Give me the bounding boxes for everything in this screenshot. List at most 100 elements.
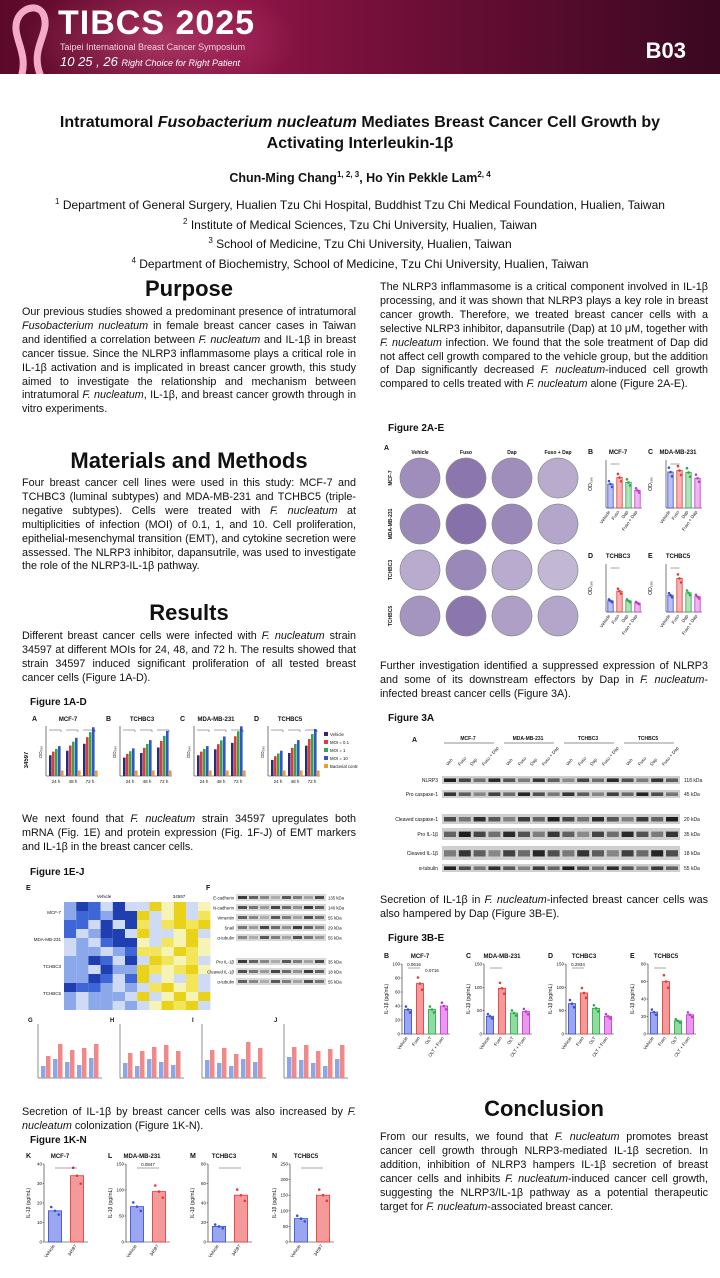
data-point bbox=[678, 469, 681, 472]
data-point bbox=[522, 1007, 526, 1011]
blot-band bbox=[260, 980, 269, 983]
blot-kda-label: 29 kDa bbox=[328, 926, 342, 931]
heatmap-cell bbox=[137, 983, 150, 992]
blot-protein-label: NLRP3 bbox=[422, 778, 438, 784]
bar bbox=[70, 1175, 85, 1243]
bar bbox=[123, 1063, 128, 1078]
blot-strip bbox=[442, 776, 680, 784]
y-tick-label: 0 bbox=[561, 1032, 564, 1037]
well-rim bbox=[537, 549, 579, 591]
heatmap-cell bbox=[198, 1001, 211, 1010]
data-point bbox=[243, 1199, 247, 1203]
blot-band bbox=[503, 850, 516, 857]
sig-bracket bbox=[66, 729, 79, 732]
bar bbox=[308, 739, 311, 776]
heatmap-cell bbox=[64, 983, 77, 992]
heatmap-cell bbox=[100, 929, 113, 938]
y-tick-label: 50 bbox=[477, 1008, 483, 1013]
bar bbox=[214, 749, 217, 776]
bar bbox=[41, 1066, 46, 1078]
data-point bbox=[432, 1011, 436, 1014]
blot-band bbox=[282, 936, 291, 939]
bar bbox=[292, 1047, 297, 1078]
data-point bbox=[697, 480, 701, 484]
sig-bracket bbox=[305, 729, 318, 732]
panel-letter: D bbox=[588, 553, 593, 560]
blot-band bbox=[473, 866, 486, 870]
heatmap-cell bbox=[173, 911, 186, 920]
data-point bbox=[654, 1013, 658, 1017]
bar bbox=[46, 1056, 51, 1078]
heatmap-cell bbox=[198, 920, 211, 929]
y-axis-label: IL-1β (pg/mL) bbox=[26, 1188, 32, 1218]
blot-band bbox=[562, 778, 575, 782]
blot-band bbox=[444, 817, 456, 822]
y-tick-label: 80 bbox=[641, 962, 647, 967]
blot-band bbox=[271, 980, 280, 983]
data-point bbox=[669, 470, 672, 474]
data-point bbox=[650, 1008, 654, 1011]
bar bbox=[140, 753, 143, 776]
data-point bbox=[428, 1005, 432, 1008]
bar bbox=[280, 750, 283, 776]
conclusion-text: From our results, we found that F. nucle… bbox=[380, 1131, 708, 1213]
banner-dates: 10 25 , 26 Right Choice for Right Patien… bbox=[60, 54, 241, 69]
data-point bbox=[634, 486, 638, 490]
blot-band bbox=[304, 970, 313, 973]
heatmap-cell bbox=[112, 983, 125, 992]
blot-band bbox=[315, 970, 324, 973]
bar bbox=[66, 750, 69, 776]
x-tick-label: Vehicle bbox=[560, 1035, 573, 1050]
blot-band bbox=[249, 926, 258, 929]
blot-band bbox=[458, 866, 471, 870]
bar bbox=[234, 736, 237, 776]
data-point bbox=[500, 986, 504, 990]
legend-swatch bbox=[324, 764, 328, 768]
plate-col-head: Fuso + Dap bbox=[544, 450, 571, 456]
data-point bbox=[625, 478, 629, 481]
bar bbox=[69, 745, 72, 776]
panel-title: TCHBC3 bbox=[130, 717, 155, 723]
data-point bbox=[53, 1209, 57, 1213]
sig-bracket bbox=[83, 729, 96, 732]
well-rim bbox=[399, 549, 441, 591]
y-tick-label: 60 bbox=[201, 1181, 207, 1186]
blot-band bbox=[577, 866, 590, 870]
right-text-3: Secretion of IL-1β in F. nucleatum-infec… bbox=[380, 894, 708, 920]
blot-band bbox=[547, 817, 560, 822]
y-tick-label: 50 bbox=[283, 1224, 289, 1229]
heatmap-cell bbox=[186, 920, 199, 929]
heatmap-cell bbox=[149, 938, 162, 947]
blot-band bbox=[260, 970, 269, 973]
legend-swatch bbox=[324, 748, 328, 752]
y-tick-label: 0 bbox=[397, 1032, 400, 1037]
heatmap-cell bbox=[112, 974, 125, 983]
methods-text: Four breast cancer cell lines were used … bbox=[22, 477, 356, 573]
p-value-label: 0.0616 bbox=[407, 962, 421, 967]
data-point bbox=[568, 998, 572, 1002]
data-point bbox=[674, 1018, 678, 1021]
x-tick-label: Fuso bbox=[670, 509, 680, 520]
bar bbox=[129, 751, 132, 776]
heatmap-cell bbox=[173, 956, 186, 965]
y-axis-label: IL-1β (pg/mL) bbox=[630, 984, 636, 1014]
blot-protein-label: α-tubulin bbox=[419, 866, 439, 872]
panel-title: TCHBC5 bbox=[666, 554, 691, 560]
panel-letter: D bbox=[254, 716, 259, 723]
heatmap-cell bbox=[64, 992, 77, 1001]
data-point bbox=[526, 1012, 530, 1016]
bar bbox=[203, 748, 206, 776]
bar bbox=[335, 1059, 340, 1078]
data-point bbox=[604, 1012, 608, 1016]
heatmap-cell bbox=[112, 911, 125, 920]
bar bbox=[315, 1194, 330, 1243]
heatmap-cell bbox=[88, 947, 101, 956]
data-point bbox=[221, 1226, 225, 1230]
heatmap-cell bbox=[149, 965, 162, 974]
bar bbox=[92, 727, 95, 776]
bar bbox=[143, 747, 146, 776]
blot-band bbox=[315, 896, 324, 899]
heatmap-cell bbox=[173, 938, 186, 947]
